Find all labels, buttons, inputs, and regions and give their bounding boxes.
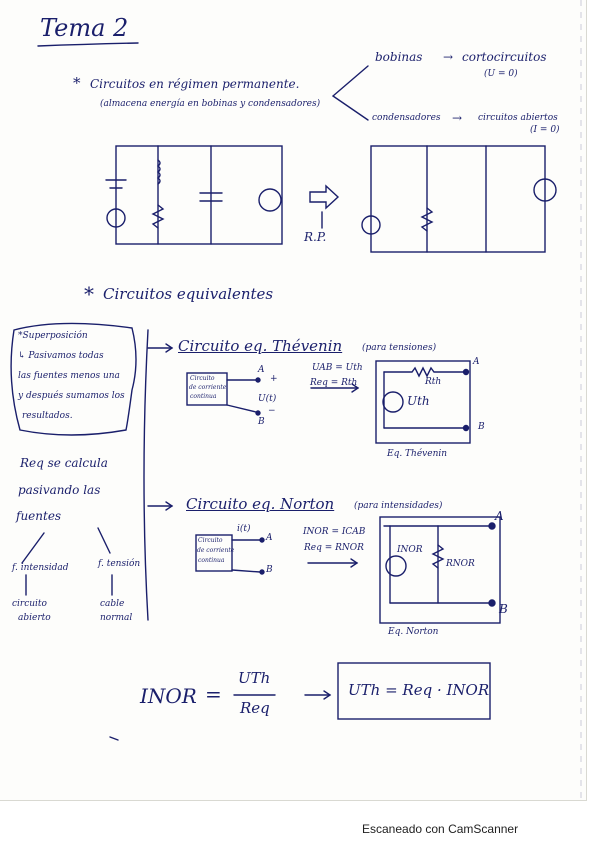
req-line3: fuentes bbox=[16, 509, 62, 523]
formula-boxed: UTh = Req · INOR bbox=[348, 681, 490, 699]
thevenin-box-label-1: Circuito bbox=[190, 375, 215, 382]
thevenin-eq-terminal-b: B bbox=[478, 422, 485, 432]
thevenin-u: U(t) bbox=[258, 394, 277, 404]
circuit-steady-state bbox=[361, 145, 557, 253]
cable-normal-2: normal bbox=[100, 613, 133, 623]
f-tension: f. tensión bbox=[98, 559, 141, 569]
norton-eq2: Req = RNOR bbox=[304, 543, 364, 553]
norton-eq1: INOR = ICAB bbox=[303, 527, 366, 537]
thevenin-minus: − bbox=[268, 406, 276, 416]
label-bobinas: bobinas bbox=[375, 50, 423, 64]
arrow-bobinas: → bbox=[443, 50, 454, 64]
norton-eq-terminal-a: A bbox=[495, 509, 504, 523]
subheading-regimen: (almacena energía en bobinas y condensad… bbox=[100, 99, 321, 109]
thevenin-terminal-a: A bbox=[258, 365, 265, 375]
arrow-condensadores: → bbox=[452, 111, 463, 125]
norton-heading: Circuito eq. Norton bbox=[186, 495, 335, 513]
thevenin-eq-terminal-a: A bbox=[473, 357, 480, 367]
branch-arrow-bottom bbox=[332, 95, 369, 121]
bullet-regimen: * bbox=[73, 74, 81, 92]
thevenin-eq1: UAB = Uth bbox=[312, 363, 363, 373]
superposicion-line5: resultados. bbox=[22, 411, 73, 421]
cable-normal-1: cable bbox=[100, 599, 125, 609]
norton-terminal-a: A bbox=[266, 533, 273, 543]
norton-caption: Eq. Norton bbox=[388, 627, 439, 637]
superposicion-cloud bbox=[10, 322, 137, 436]
thevenin-eq2: Req = Rth bbox=[310, 378, 358, 388]
norton-box-label-1: Circuito bbox=[198, 537, 223, 544]
formula-equals: = bbox=[205, 682, 222, 706]
superposicion-line4: y después sumamos los bbox=[18, 391, 125, 401]
label-rp: R.P. bbox=[304, 230, 327, 244]
thevenin-box-label-2: de corriente bbox=[189, 384, 227, 391]
thevenin-heading-note: (para tensiones) bbox=[362, 343, 437, 353]
norton-box-label-3: continua bbox=[198, 557, 225, 564]
rp-arrow bbox=[309, 184, 340, 210]
label-circuitos-abiertos: circuitos abiertos bbox=[478, 113, 558, 123]
thevenin-box-label-3: continua bbox=[190, 393, 217, 400]
thevenin-caption: Eq. Thévenin bbox=[387, 449, 448, 459]
norton-i-label: i(t) bbox=[237, 524, 251, 534]
norton-inor: INOR bbox=[397, 545, 423, 555]
norton-eq-terminal-b: B bbox=[499, 602, 508, 616]
page-margin-line bbox=[580, 0, 582, 798]
thevenin-plus: + bbox=[270, 374, 278, 384]
superposicion-line1: *Superposición bbox=[18, 331, 88, 341]
label-cortocircuitos: cortocircuitos bbox=[462, 50, 547, 64]
req-line2: pasivando las bbox=[18, 483, 101, 497]
thevenin-uth: Uth bbox=[407, 394, 430, 408]
circuit-original bbox=[105, 145, 283, 245]
norton-heading-note: (para intensidades) bbox=[354, 501, 443, 511]
superposicion-line2: ↳ Pasivamos todas bbox=[18, 351, 104, 361]
req-line1: Req se calcula bbox=[20, 456, 108, 470]
notebook-page bbox=[0, 0, 587, 801]
f-intensidad: f. intensidad bbox=[12, 563, 69, 573]
circuito-abierto-1: circuito bbox=[12, 599, 47, 609]
label-condensadores: condensadores bbox=[372, 113, 441, 123]
page-title: Tema 2 bbox=[40, 14, 129, 42]
left-brace bbox=[143, 329, 149, 621]
thevenin-heading: Circuito eq. Thévenin bbox=[178, 337, 343, 355]
norton-rnor: RNOR bbox=[446, 559, 475, 569]
formula-lhs: INOR bbox=[140, 684, 197, 708]
camscanner-footer: Escaneado con CamScanner bbox=[362, 822, 519, 836]
branch-arrow-top bbox=[332, 65, 369, 97]
heading-regimen: Circuitos en régimen permanente. bbox=[90, 77, 300, 91]
cond-cortocircuitos: (U = 0) bbox=[484, 69, 518, 79]
formula-denominator: Req bbox=[240, 699, 270, 717]
thevenin-terminal-b: B bbox=[258, 417, 265, 427]
superposicion-line3: las fuentes menos una bbox=[18, 371, 120, 381]
formula-numerator: UTh bbox=[238, 669, 271, 687]
norton-terminal-b: B bbox=[266, 565, 273, 575]
heading-equivalentes: Circuitos equivalentes bbox=[103, 285, 274, 303]
bullet-equivalentes: * bbox=[84, 282, 94, 306]
cond-circuitos-abiertos: (I = 0) bbox=[530, 125, 560, 135]
circuito-abierto-2: abierto bbox=[18, 613, 51, 623]
thevenin-rth: Rth bbox=[425, 377, 442, 387]
norton-box-label-2: de corriente bbox=[197, 547, 235, 554]
title-underline bbox=[37, 42, 139, 47]
